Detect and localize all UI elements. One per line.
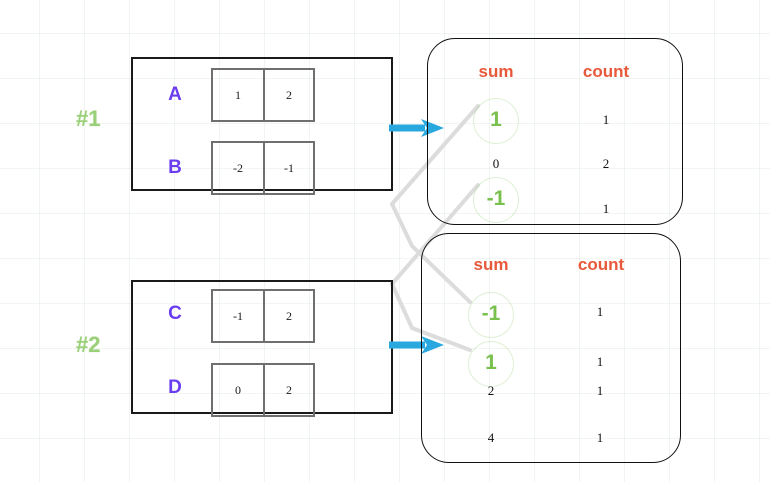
cellpair-a: 1 2 [211, 68, 315, 122]
cellpair-b: -2 -1 [211, 141, 315, 195]
arrow-group1-to-table1 [389, 119, 444, 137]
group-label-1: #1 [76, 106, 101, 131]
group-label-2: #2 [76, 332, 101, 357]
cell-c-1: 2 [263, 291, 313, 341]
cell-a-1: 2 [263, 70, 313, 120]
row-name-c: C [168, 303, 182, 324]
table-2-row-1-halo [468, 341, 514, 387]
table-2-row-0-halo [468, 292, 514, 338]
table-1-header-sum: sum [478, 62, 514, 81]
table-1-row-2-count: 1 [602, 201, 610, 216]
input-box-group-1 [131, 57, 393, 191]
table-2-row-0-count: 1 [596, 304, 604, 319]
table-2-row-3-count: 1 [596, 430, 604, 445]
table-1-row-1-count: 2 [602, 156, 610, 171]
table-2-row-0-sum: -1 [481, 302, 501, 325]
table-2-row-2-count: 1 [596, 383, 604, 398]
table-2-header-sum: sum [473, 255, 509, 274]
cell-d-0: 0 [235, 382, 241, 397]
cell-b-1: -1 [263, 143, 313, 193]
row-name-a: A [168, 84, 182, 105]
table-1-row-1-sum: 0 [492, 156, 500, 171]
table-1-row-2-sum: -1 [486, 187, 506, 210]
row-name-d: D [168, 377, 182, 398]
table-panel-2 [421, 233, 681, 463]
arrow-group2-to-table2 [389, 336, 444, 354]
table-1-row-0-sum: 1 [490, 108, 502, 131]
table-1-row-0-halo [473, 98, 519, 144]
row-name-b: B [168, 157, 182, 178]
table-2-row-3-sum: 4 [487, 430, 495, 445]
table-1-row-2-halo [473, 177, 519, 223]
cellpair-d: 0 2 [211, 363, 315, 417]
connector-a [389, 104, 480, 304]
table-1-row-0-count: 1 [602, 112, 610, 127]
cell-c-0: -1 [233, 308, 243, 323]
cell-b-0: -2 [233, 160, 243, 175]
cell-d-1: 2 [263, 365, 313, 415]
table-2-header-count: count [577, 255, 625, 274]
cellpair-c: -1 2 [211, 289, 315, 343]
table-2-row-1-sum: 1 [485, 351, 497, 374]
table-2-row-1-count: 1 [596, 354, 604, 369]
table-2-row-2-sum: 2 [487, 383, 495, 398]
connector-b [389, 183, 480, 352]
cell-a-0: 1 [235, 87, 241, 102]
table-1-header-count: count [582, 62, 630, 81]
table-panel-1 [427, 38, 683, 225]
